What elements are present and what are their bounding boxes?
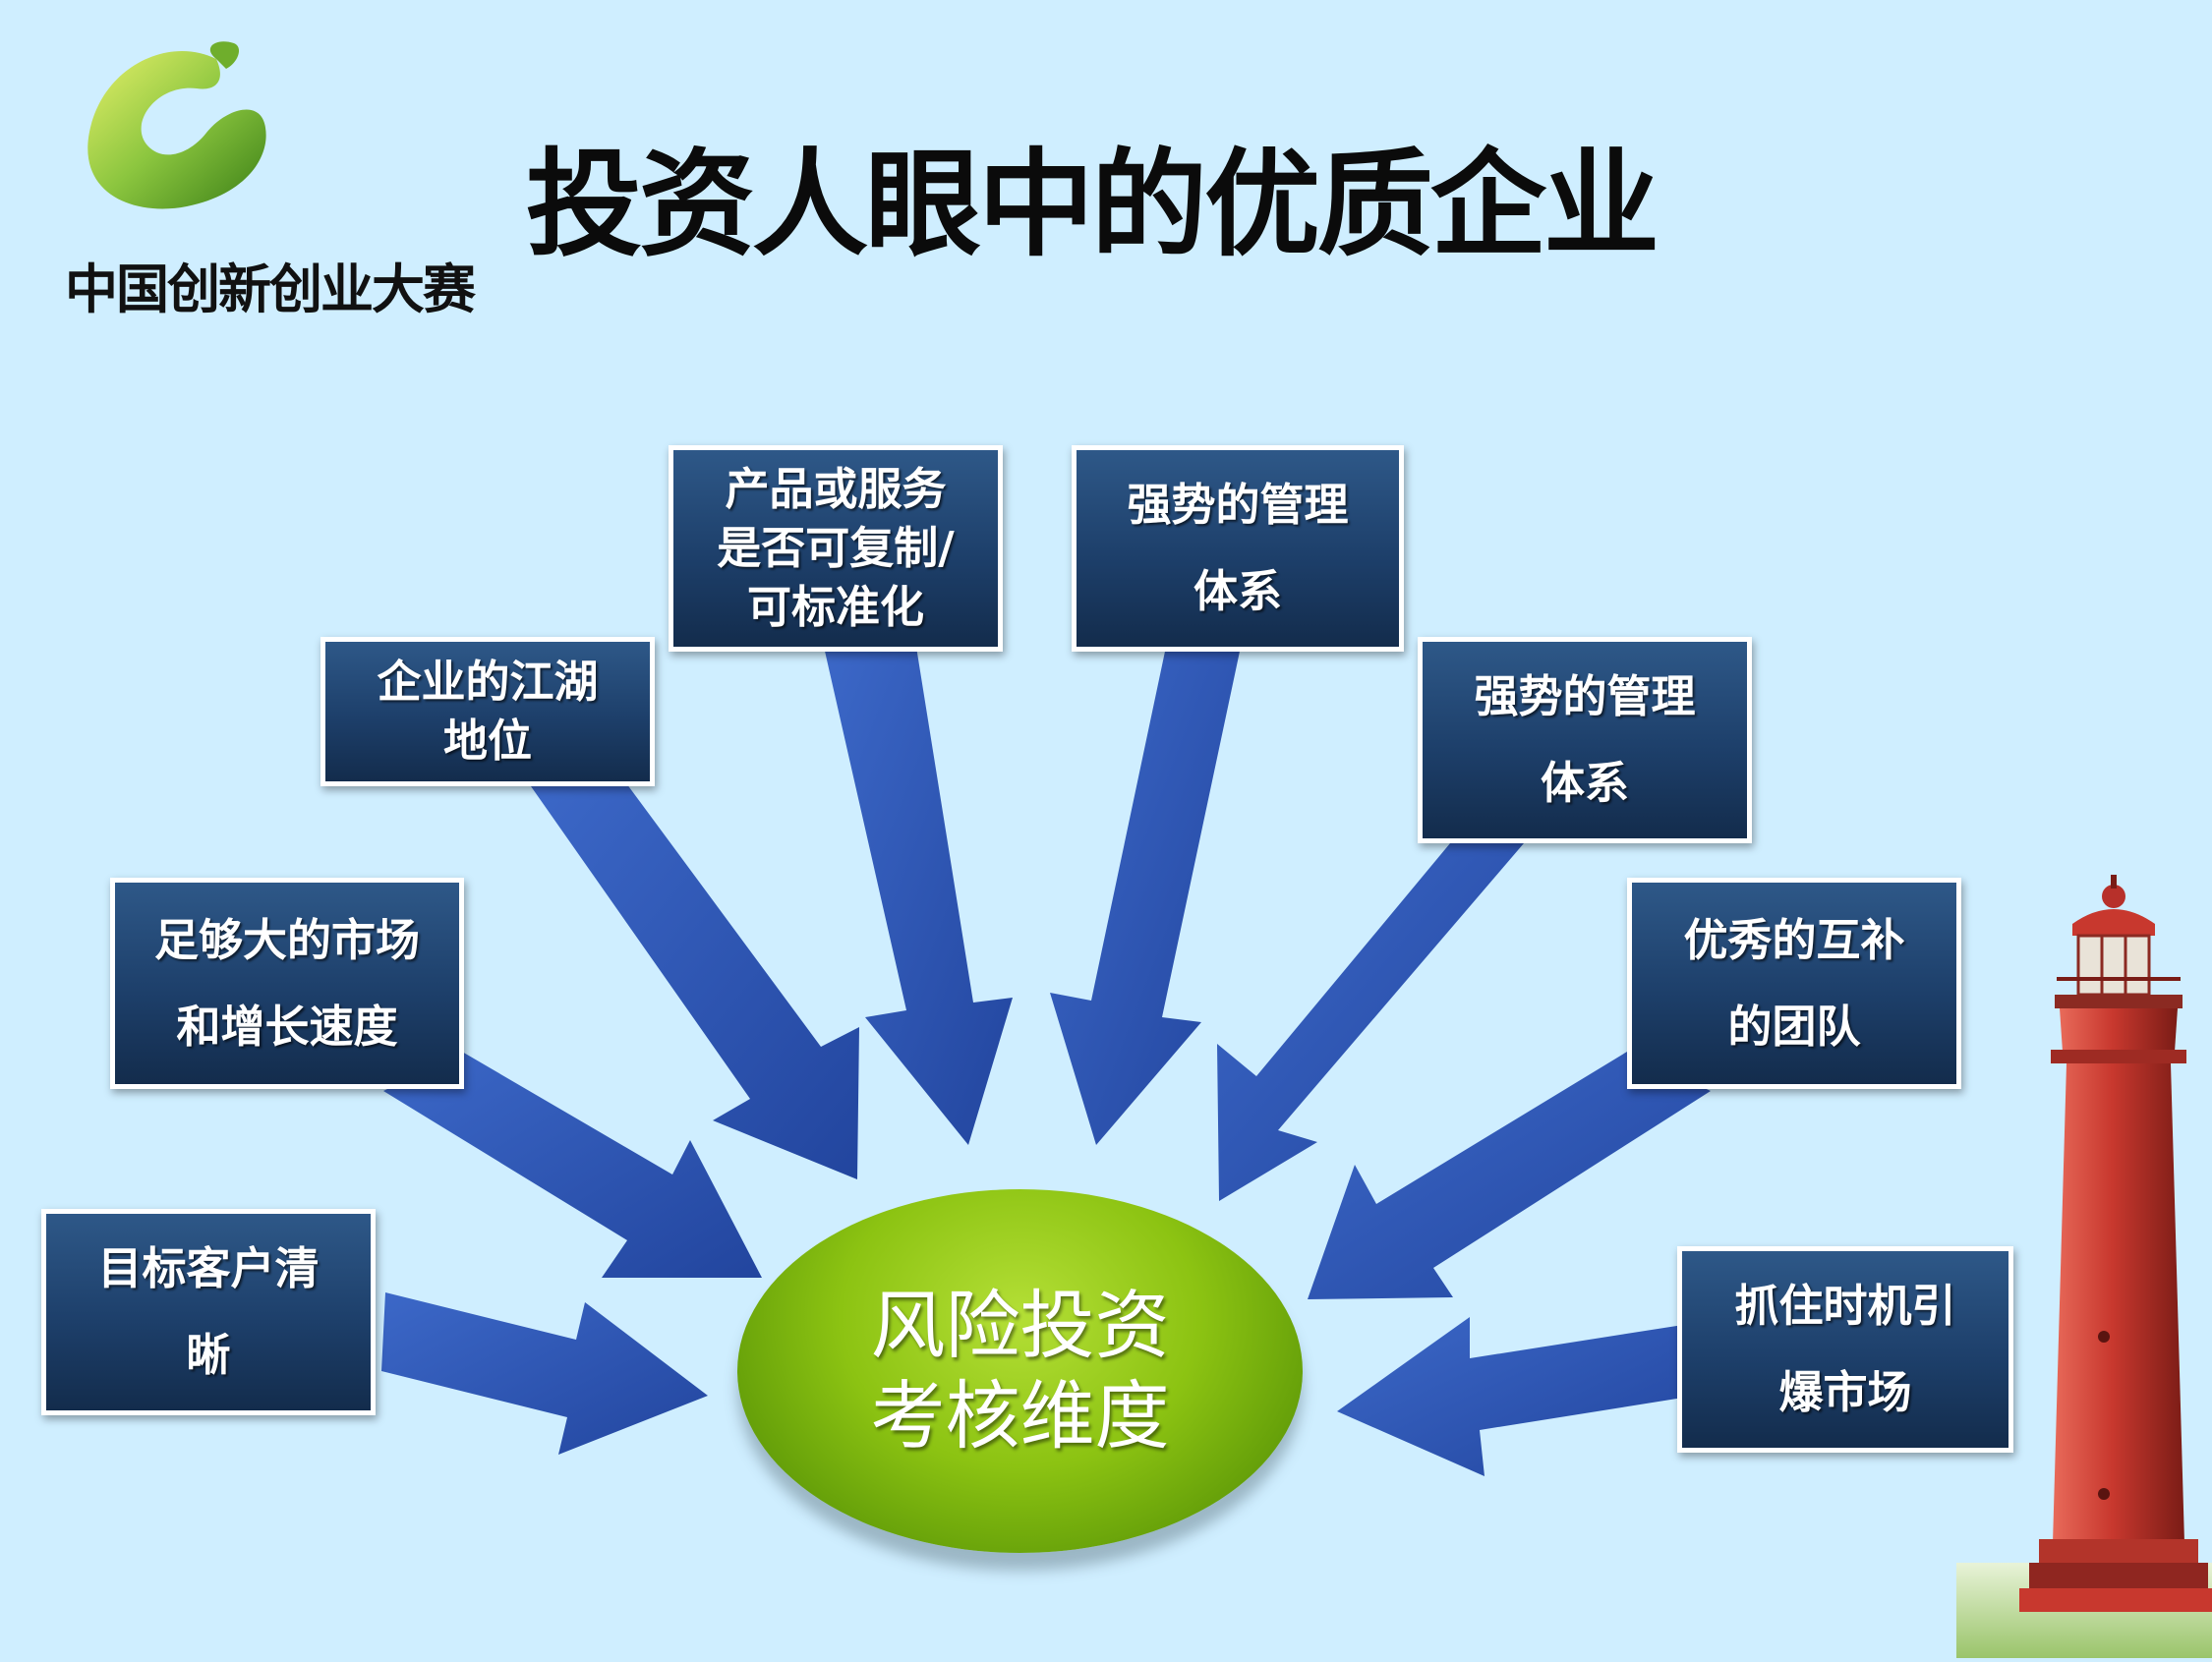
center-label: 风险投资 考核维度 [870, 1282, 1170, 1460]
factor-label-team: 优秀的互补 的团队 [1683, 913, 1905, 1053]
factor-label-timing: 抓住时机引 爆市场 [1734, 1280, 1956, 1418]
factor-box-market: 足够大的市场 和增长速度 [110, 878, 464, 1089]
center-ellipse: 风险投资 考核维度 [737, 1189, 1303, 1553]
factor-box-position: 企业的江湖 地位 [320, 637, 655, 786]
factor-box-team: 优秀的互补 的团队 [1627, 878, 1961, 1089]
brand-logo-icon [69, 29, 285, 230]
arrow-team [1308, 1052, 1711, 1299]
factor-box-management-1: 强势的管理 体系 [1072, 445, 1404, 652]
factor-box-management-2: 强势的管理 体系 [1418, 637, 1752, 843]
factor-box-timing: 抓住时机引 爆市场 [1677, 1246, 2013, 1453]
factor-label-replicable: 产品或服务 是否可复制/ 可标准化 [717, 463, 955, 633]
factor-box-target: 目标客户清 晰 [41, 1209, 376, 1415]
arrow-position [531, 776, 859, 1179]
factor-label-position: 企业的江湖 地位 [377, 656, 599, 767]
lighthouse-icon [1956, 875, 2212, 1662]
slide-title: 投资人眼中的优质企业 [526, 137, 1659, 272]
brand-name: 中国创新创业大赛 [65, 258, 476, 320]
arrow-timing [1337, 1317, 1683, 1476]
arrow-replicable [824, 647, 1013, 1145]
arrow-market [383, 1052, 762, 1278]
factor-label-management-2: 强势的管理 体系 [1474, 670, 1696, 809]
factor-label-target: 目标客户清 晰 [97, 1242, 320, 1381]
arrow-management-2 [1217, 843, 1524, 1201]
factor-label-management-1: 强势的管理 体系 [1127, 479, 1349, 617]
factor-label-market: 足够大的市场 和增长速度 [153, 913, 420, 1053]
arrow-target [381, 1292, 708, 1455]
arrow-management-1 [1050, 647, 1241, 1145]
factor-box-replicable: 产品或服务 是否可复制/ 可标准化 [669, 445, 1003, 652]
